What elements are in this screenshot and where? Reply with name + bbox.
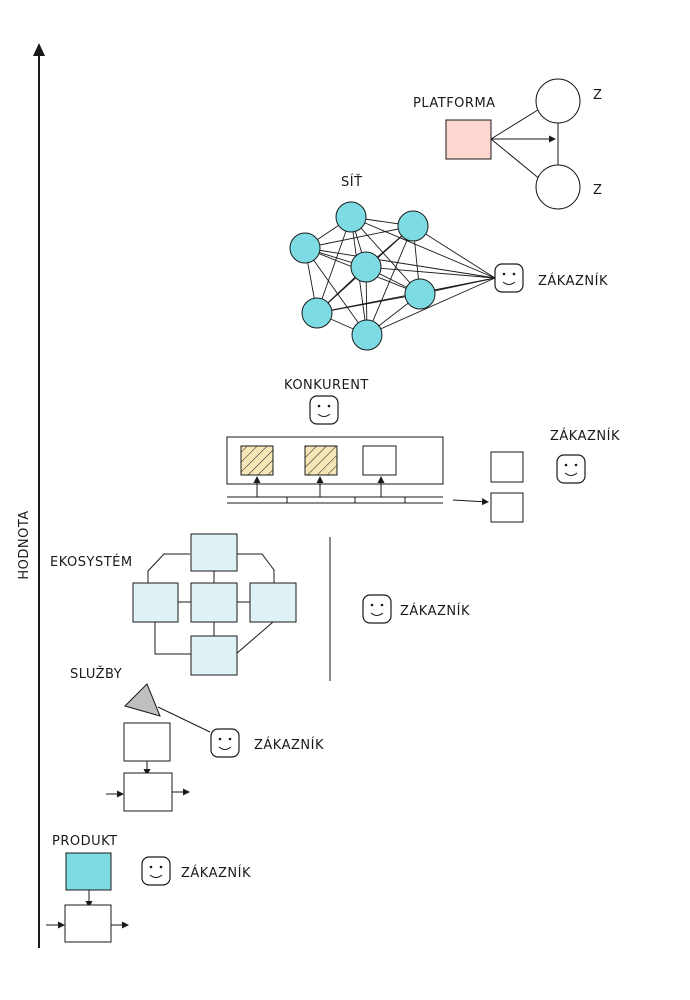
konkurent-customer-face-icon	[556, 454, 586, 484]
network-edge	[304, 247, 496, 279]
sit-network-nodes	[289, 201, 436, 351]
konkurent-customer-box-top	[490, 451, 524, 483]
platforma-node-bottom	[535, 164, 581, 210]
network-edge	[304, 247, 368, 336]
network-edge	[366, 277, 496, 336]
network-node	[351, 319, 383, 351]
level-platforma: PLATFORMA Z Z	[413, 78, 602, 210]
level-produkt: PRODUKT ZÁKAZNÍK	[46, 834, 251, 943]
ekosystem-box-top	[190, 533, 238, 572]
network-node	[404, 278, 436, 310]
sluzby-box-top	[123, 722, 171, 762]
level-ekosystem: EKOSYSTÉM ZÁKAZNÍK	[50, 533, 470, 681]
sluzby-title: SLUŽBY	[70, 666, 122, 682]
sit-network-edges	[304, 216, 496, 336]
network-edge	[365, 266, 496, 279]
produkt-customer-label: ZÁKAZNÍK	[181, 865, 251, 881]
konkurent-title: KONKURENT	[284, 378, 369, 393]
konkurent-customer-label: ZÁKAZNÍK	[550, 428, 620, 444]
ekosystem-box-left	[132, 582, 179, 623]
network-node	[397, 210, 429, 242]
network-edge	[412, 225, 496, 279]
sluzby-customer-label: ZÁKAZNÍK	[254, 737, 324, 753]
ekosystem-box-right	[249, 582, 297, 623]
platforma-node-bottom-label: Z	[593, 183, 602, 198]
konkurent-customer-box-bottom	[490, 492, 524, 523]
konkurent-empty-box	[362, 445, 397, 476]
ekosystem-customer-label: ZÁKAZNÍK	[400, 603, 470, 619]
platforma-box	[445, 119, 492, 160]
platforma-title: PLATFORMA	[413, 96, 496, 111]
ekosystem-box-center	[190, 582, 238, 623]
level-konkurent: KONKURENT ZÁKAZNÍK	[226, 378, 620, 523]
platforma-node-top	[535, 78, 581, 124]
sluzby-customer-face-icon	[210, 728, 240, 758]
network-node	[289, 232, 321, 264]
network-node	[301, 297, 333, 329]
axis-label: HODNOTA	[17, 510, 32, 579]
network-edge	[350, 216, 496, 279]
network-edge	[350, 216, 421, 295]
ekosystem-title: EKOSYSTÉM	[50, 554, 133, 570]
network-edge	[366, 225, 414, 336]
ekosystem-box-bottom	[190, 635, 238, 676]
level-sluzby: SLUŽBY ZÁKAZNÍK	[70, 666, 324, 812]
produkt-title: PRODUKT	[52, 834, 118, 849]
axis-arrow-icon	[33, 43, 45, 56]
level-sit: SÍŤ ZÁKAZNÍK	[289, 174, 608, 351]
sluzby-triangle-icon	[124, 683, 161, 717]
network-edge	[316, 216, 352, 314]
network-node	[350, 251, 382, 283]
produkt-process-box	[64, 904, 112, 943]
konkurent-face-icon	[309, 395, 339, 425]
sit-customer-face-icon	[494, 263, 524, 293]
platforma-node-top-label: Z	[593, 88, 602, 103]
konkurent-hatched-box-2	[304, 445, 338, 476]
konkurent-hatched-box-1	[240, 445, 274, 476]
produkt-box	[65, 852, 112, 891]
sit-customer-label: ZÁKAZNÍK	[538, 273, 608, 289]
value-axis: HODNOTA	[17, 43, 45, 948]
sit-title: SÍŤ	[341, 174, 363, 190]
network-node	[335, 201, 367, 233]
produkt-customer-face-icon	[141, 856, 171, 886]
ekosystem-customer-face-icon	[362, 594, 392, 624]
sluzby-process-box	[123, 772, 173, 812]
network-edge	[304, 225, 414, 249]
